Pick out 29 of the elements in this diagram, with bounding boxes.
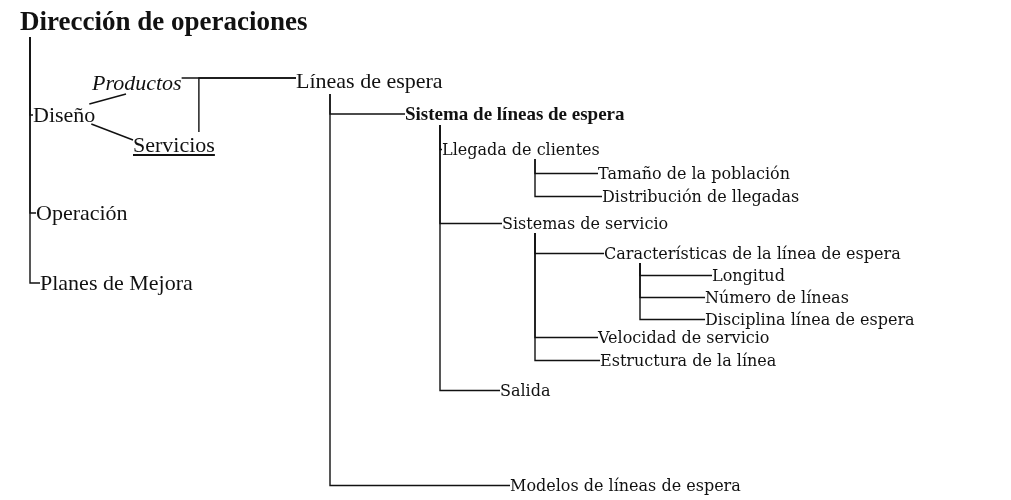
topic-label: Características de la línea de espera [604,244,901,263]
topic-label: Diseño [33,102,96,128]
topic-label: Planes de Mejora [40,270,193,296]
topic-label: Líneas de espera [296,68,443,94]
connector-line [534,158,603,198]
topic-label: Distribución de llegadas [602,187,800,206]
topic-label: Sistemas de servicio [502,214,669,233]
connector-line [90,123,134,141]
topic-label: Llegada de clientes [442,140,600,159]
topic-label: Número de líneas [705,288,849,307]
connector-line [198,77,297,133]
connector-line [29,36,41,284]
topic-label: Servicios [133,132,215,158]
connector-line [639,262,706,321]
topic-label: Estructura de la línea [600,351,777,370]
connector-line [88,93,127,105]
connector-line [439,124,501,392]
topic-label: Velocidad de servicio [598,328,770,347]
topic-label: Operación [36,200,128,226]
topic-label: Longitud [712,266,785,285]
topic-label: Productos [92,70,182,96]
topic-label: Salida [500,381,551,400]
connector-line [329,93,511,487]
topic-label: Tamaño de la población [598,164,791,183]
root-topic-label: Dirección de operaciones [20,6,308,37]
topic-label: Sistema de líneas de espera [405,103,625,125]
topic-label: Disciplina línea de espera [705,310,915,329]
connector-line [534,232,601,362]
topic-label: Modelos de líneas de espera [510,476,741,495]
